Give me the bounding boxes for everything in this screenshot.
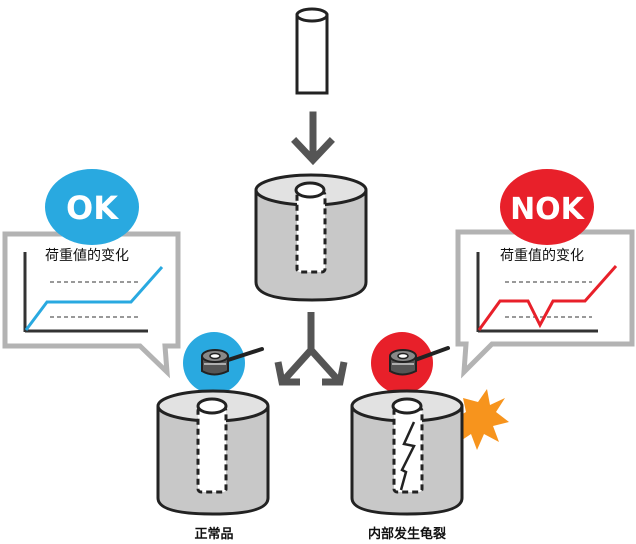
- down-arrow-icon: [291, 111, 335, 166]
- normal-caption: 正常品: [194, 526, 233, 542]
- load-sensor-icon: [371, 332, 450, 394]
- ok-badge: OK: [45, 169, 139, 245]
- cracked-cup: [350, 389, 464, 516]
- load-sensor-icon: [183, 332, 264, 394]
- cracked-caption: 内部发生龟裂: [368, 526, 447, 542]
- center-cup: [254, 173, 368, 302]
- nok-badge: NOK: [500, 169, 594, 245]
- ok-chart-bubble: 荷重値的变化: [2, 231, 181, 379]
- ok-load-line: [24, 266, 164, 331]
- nok-badge-label: NOK: [510, 192, 586, 227]
- ok-badge-label: OK: [66, 189, 119, 227]
- burst-icon: [452, 389, 509, 450]
- normal-cup: [156, 389, 270, 516]
- crack-icon: [399, 421, 416, 491]
- nok-load-line: [477, 265, 618, 331]
- pin-icon: [295, 7, 329, 95]
- nok-chart-bubble: 荷重值的变化: [455, 229, 635, 379]
- chart-title: 荷重値的变化: [45, 248, 129, 264]
- chart-title: 荷重值的变化: [500, 248, 584, 264]
- split-arrow-icon: [274, 312, 348, 386]
